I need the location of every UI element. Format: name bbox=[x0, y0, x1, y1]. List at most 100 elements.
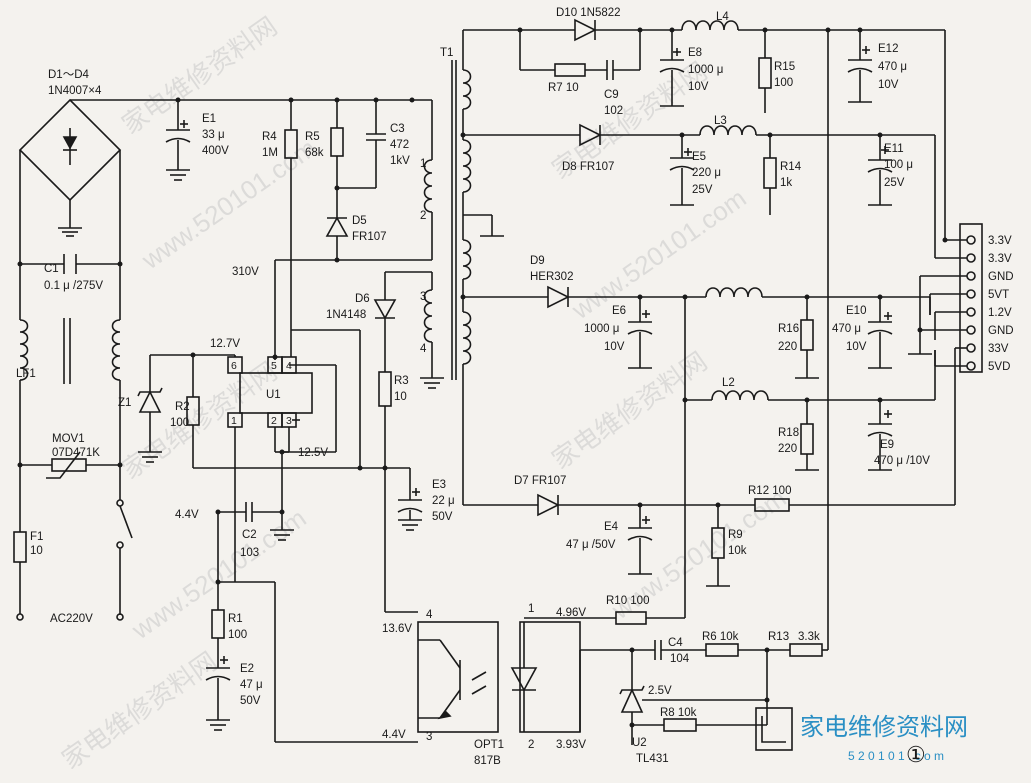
e6-capacitance: 1000 μ bbox=[584, 323, 619, 335]
fb-voltage-1: 4.4V bbox=[175, 509, 199, 521]
r10-label: R10 100 bbox=[606, 595, 649, 607]
r7-label: R7 10 bbox=[548, 82, 579, 94]
primary-pin1: 1 bbox=[420, 158, 426, 170]
u2-label: U2 bbox=[632, 737, 647, 749]
r6-label: R6 10k bbox=[702, 631, 739, 643]
capacitor-c1 bbox=[17, 254, 123, 274]
d6-label: D6 bbox=[355, 293, 370, 305]
optocoupler-opt1 bbox=[417, 621, 581, 733]
connector-pin-3: GND bbox=[988, 271, 1014, 283]
e3-voltage: 50V bbox=[432, 511, 453, 523]
e2-capacitance: 47 μ bbox=[240, 679, 263, 691]
e11-capacitance: 100 μ bbox=[884, 159, 913, 171]
d1d4-label: D1～D4 bbox=[48, 69, 90, 81]
varistor-mov1 bbox=[17, 415, 123, 532]
resistor-r4 bbox=[284, 100, 298, 330]
aux-winding bbox=[385, 271, 444, 389]
snubber-r7-c9 bbox=[519, 27, 643, 80]
d6-part: 1N4148 bbox=[326, 309, 366, 321]
watermark-url: www.520101.com bbox=[565, 183, 751, 326]
connector-pin-7: 33V bbox=[988, 343, 1009, 355]
bridge-rectifier bbox=[18, 98, 178, 320]
r14-label: R14 bbox=[780, 161, 802, 173]
resistor-r5 bbox=[330, 100, 344, 191]
c4-value: 104 bbox=[670, 653, 690, 665]
d9-label: D9 bbox=[530, 255, 545, 267]
c2-value: 103 bbox=[240, 547, 259, 559]
r3-value: 10 bbox=[394, 391, 407, 403]
capacitor-e10 bbox=[867, 297, 893, 369]
r13-label: R13 bbox=[768, 631, 789, 643]
e8-voltage: 10V bbox=[688, 81, 709, 93]
e11-voltage: 25V bbox=[884, 177, 905, 189]
c3-label: C3 bbox=[390, 123, 405, 135]
e2-label: E2 bbox=[240, 663, 254, 675]
r5-value: 68k bbox=[305, 147, 324, 159]
connector-pin-2: 3.3V bbox=[988, 253, 1012, 265]
capacitor-e3 bbox=[397, 468, 423, 531]
capacitor-e4 bbox=[627, 505, 653, 575]
u1-pin3-voltage: 12.5V bbox=[298, 447, 328, 459]
r2-label: R2 bbox=[175, 401, 190, 413]
e2-voltage: 50V bbox=[240, 695, 261, 707]
opt1-part: 817B bbox=[474, 755, 501, 767]
c3-value: 472 bbox=[390, 139, 409, 151]
opt1-pin2: 2 bbox=[528, 739, 534, 751]
e3-label: E3 bbox=[432, 479, 446, 491]
d1d4-part: 1N4007×4 bbox=[48, 85, 102, 97]
watermark-text: 家电维修资料网 bbox=[116, 11, 282, 140]
r8-label: R8 10k bbox=[660, 707, 697, 719]
resistor-r18 bbox=[795, 400, 819, 471]
r15-value: 100 bbox=[774, 77, 793, 89]
zener-z1 bbox=[137, 355, 163, 463]
d5-part: FR107 bbox=[352, 231, 387, 243]
drain-voltage: 310V bbox=[232, 266, 259, 278]
opto-cathode-voltage: 3.93V bbox=[556, 739, 586, 751]
t1-label: T1 bbox=[440, 47, 453, 59]
diode-d6 bbox=[373, 272, 397, 372]
d5-label: D5 bbox=[352, 215, 367, 227]
e1-capacitance: 33 μ bbox=[202, 129, 225, 141]
r1-label: R1 bbox=[228, 613, 243, 625]
fuse-f1 bbox=[13, 531, 27, 621]
resistor-r1 bbox=[211, 512, 418, 743]
fb-voltage-2: 4.4V bbox=[382, 729, 406, 741]
e12-capacitance: 470 μ bbox=[878, 61, 907, 73]
opt1-label: OPT1 bbox=[474, 739, 504, 751]
u1-pin6: 6 bbox=[231, 360, 237, 372]
mov1-label: MOV1 bbox=[52, 433, 85, 445]
e3-capacitance: 22 μ bbox=[432, 495, 455, 507]
opt1-pin1: 1 bbox=[528, 603, 534, 615]
capacitor-e5 bbox=[669, 135, 695, 206]
capacitor-e6 bbox=[627, 297, 653, 369]
u1-pin1: 1 bbox=[231, 415, 237, 427]
u1-pin2: 2 bbox=[271, 415, 277, 427]
vcc-voltage: 12.7V bbox=[210, 338, 240, 350]
resistor-r14 bbox=[763, 135, 777, 215]
watermark-text: 家电维修资料网 bbox=[56, 646, 222, 775]
f1-label: F1 bbox=[30, 531, 43, 543]
site-logo-url: 5 2 0 1 0 1 . c o m bbox=[848, 749, 944, 763]
power-switch bbox=[116, 499, 133, 621]
f1-value: 10 bbox=[30, 545, 43, 557]
connector-pin-5: 1.2V bbox=[988, 307, 1012, 319]
u2-part: TL431 bbox=[636, 753, 669, 765]
e5-voltage: 25V bbox=[692, 184, 713, 196]
e10-capacitance: 470 μ bbox=[832, 323, 861, 335]
c9-value: 102 bbox=[604, 105, 623, 117]
c2-label: C2 bbox=[242, 529, 257, 541]
e8-label: E8 bbox=[688, 47, 702, 59]
d9-part: HER302 bbox=[530, 271, 573, 283]
site-logo-text: 家电维修资料网 bbox=[800, 713, 968, 741]
opt1-pin3: 3 bbox=[426, 731, 432, 743]
c1-value: 0.1 μ /275V bbox=[44, 280, 103, 292]
u1-label: U1 bbox=[266, 389, 281, 401]
transformer-primary bbox=[275, 159, 433, 263]
capacitor-e2 bbox=[205, 656, 231, 731]
r16-value: 220 bbox=[778, 341, 797, 353]
r18-label: R18 bbox=[778, 427, 799, 439]
d8-label: D8 FR107 bbox=[562, 161, 614, 173]
rail-33v bbox=[462, 348, 956, 517]
capacitor-e12 bbox=[847, 30, 873, 103]
capacitor-e8 bbox=[659, 30, 685, 107]
